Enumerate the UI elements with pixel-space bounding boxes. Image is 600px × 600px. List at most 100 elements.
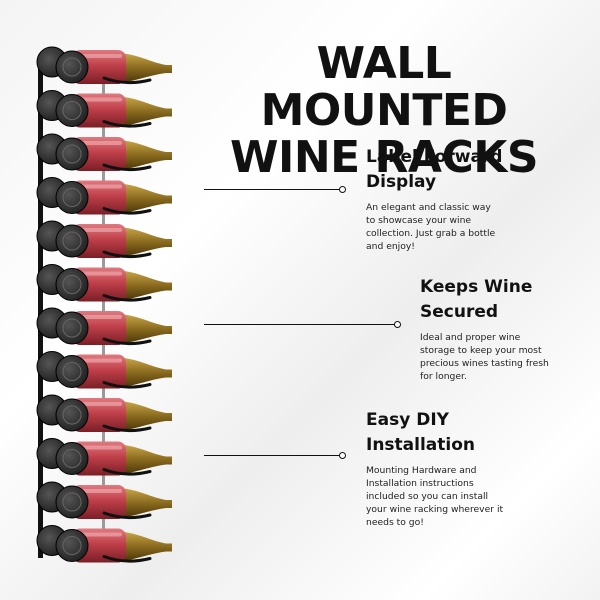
rack-hook [102, 424, 152, 433]
feature-body-line: An elegant and classic way [366, 202, 491, 213]
bottle-label-highlight [76, 315, 122, 319]
bottle-punt [62, 449, 82, 468]
feature-easy-diy: Easy DIY Installation Mounting Hardware … [366, 408, 541, 529]
title-line-1: WALL MOUNTED [260, 38, 508, 136]
rack-hook [102, 468, 152, 476]
feature-body-line: storage to keep your most [420, 345, 542, 356]
bottle-neck [120, 53, 172, 83]
rack-rail-front [102, 60, 105, 550]
bottle-label-highlight [76, 358, 122, 363]
bottle-base-front [55, 50, 89, 84]
bottle-base-front [55, 311, 89, 345]
feature-title: Keeps Wine Secured [420, 275, 580, 325]
bottle-punt [62, 231, 82, 251]
bottle-label-highlight [76, 141, 122, 145]
feature-description: Mounting Hardware and Installation instr… [366, 464, 541, 529]
feature-title-line: Keeps Wine [420, 277, 533, 297]
bottle-punt [62, 492, 82, 512]
feature-title-line: Secured [420, 302, 499, 322]
wine-rack-illustration [36, 46, 172, 563]
bottle-base-front [55, 442, 89, 475]
feature-body-line: collection. Just grab a bottle [366, 228, 496, 239]
bottle-label-highlight [76, 97, 122, 102]
bottle-neck [120, 96, 172, 127]
feature-body-line: Ideal and proper wine [420, 332, 521, 343]
leader-dot [394, 321, 401, 328]
bottle-neck [120, 227, 172, 257]
feature-body-line: precious wines tasting fresh [420, 358, 549, 369]
feature-label-forward: Label Forward Display An elegant and cla… [366, 145, 526, 253]
feature-body-line: included so you can install [366, 491, 489, 502]
feature-title-line: Display [366, 172, 437, 192]
bottle-neck [120, 488, 172, 518]
feature-title: Easy DIY Installation [366, 408, 541, 458]
bottle-label-highlight [76, 228, 122, 232]
bottle-punt [62, 275, 82, 294]
feature-title-line: Label Forward [366, 147, 503, 167]
bottle-punt [62, 144, 82, 164]
bottle-base-front [55, 398, 89, 432]
rack-hook [102, 76, 152, 85]
feature-description: An elegant and classic way to showcase y… [366, 201, 526, 253]
bottle-neck [120, 314, 172, 344]
bottle-label-highlight [76, 532, 122, 537]
rack-hook [102, 163, 152, 172]
bottle-label-highlight [76, 54, 122, 58]
leader-line-label-forward [204, 186, 346, 193]
feature-title-line: Installation [366, 435, 476, 455]
feature-body-line: for longer. [420, 371, 467, 382]
leader-dot [339, 186, 346, 193]
feature-body-line: and enjoy! [366, 241, 415, 252]
feature-body-line: Installation instructions [366, 478, 474, 489]
bottle-punt [62, 101, 82, 120]
page-title: WALL MOUNTED WINE RACKS [196, 40, 572, 181]
feature-body-line: needs to go! [366, 517, 424, 528]
bottle-punt [62, 362, 82, 381]
bottle-label-highlight [76, 445, 122, 450]
rack-hook [102, 120, 152, 128]
rack-rail-back [38, 56, 43, 558]
bottle-neck [120, 444, 172, 475]
rack-hook [102, 555, 152, 563]
bottle-base-front [55, 181, 89, 214]
bottle-punt [62, 57, 82, 77]
bottle-label-highlight [76, 402, 122, 406]
bottle-label-highlight [76, 271, 122, 276]
rack-hook [102, 294, 152, 302]
bottle-neck [120, 270, 172, 301]
bottle-base-front [55, 529, 89, 562]
rack-hook [102, 207, 152, 215]
bottle-neck [120, 401, 172, 431]
rack-hook [102, 250, 152, 259]
bottle-base-front [55, 137, 89, 171]
leader-line-keeps-secured [204, 321, 401, 328]
rack-hook [102, 337, 152, 346]
bottle-base-front [55, 355, 89, 388]
feature-title: Label Forward Display [366, 145, 526, 195]
feature-keeps-secured: Keeps Wine Secured Ideal and proper wine… [420, 275, 580, 383]
feature-body-line: your wine racking wherever it [366, 504, 504, 515]
bottle-neck [120, 183, 172, 214]
rack-hook [102, 511, 152, 520]
bottle-label-highlight [76, 489, 122, 493]
bottle-punt [62, 318, 82, 338]
bottle-neck [120, 531, 172, 562]
rack-hook [102, 381, 152, 389]
bottle-neck [120, 140, 172, 170]
bottle-base-front [55, 268, 89, 301]
bottle-base-front [55, 485, 89, 519]
title-line-2: WINE RACKS [229, 132, 539, 183]
bottle-label-highlight [76, 184, 122, 189]
feature-description: Ideal and proper wine storage to keep yo… [420, 331, 580, 383]
feature-title-line: Easy DIY [366, 410, 449, 430]
bottle-neck [120, 357, 172, 388]
leader-dot [339, 452, 346, 459]
bottle-punt [62, 405, 82, 425]
bottle-punt [62, 536, 82, 555]
bottle-base-front [55, 224, 89, 258]
feature-body-line: to showcase your wine [366, 215, 472, 226]
bottle-base-front [55, 94, 89, 127]
bottle-punt [62, 188, 82, 207]
leader-line-easy-diy [204, 452, 346, 459]
